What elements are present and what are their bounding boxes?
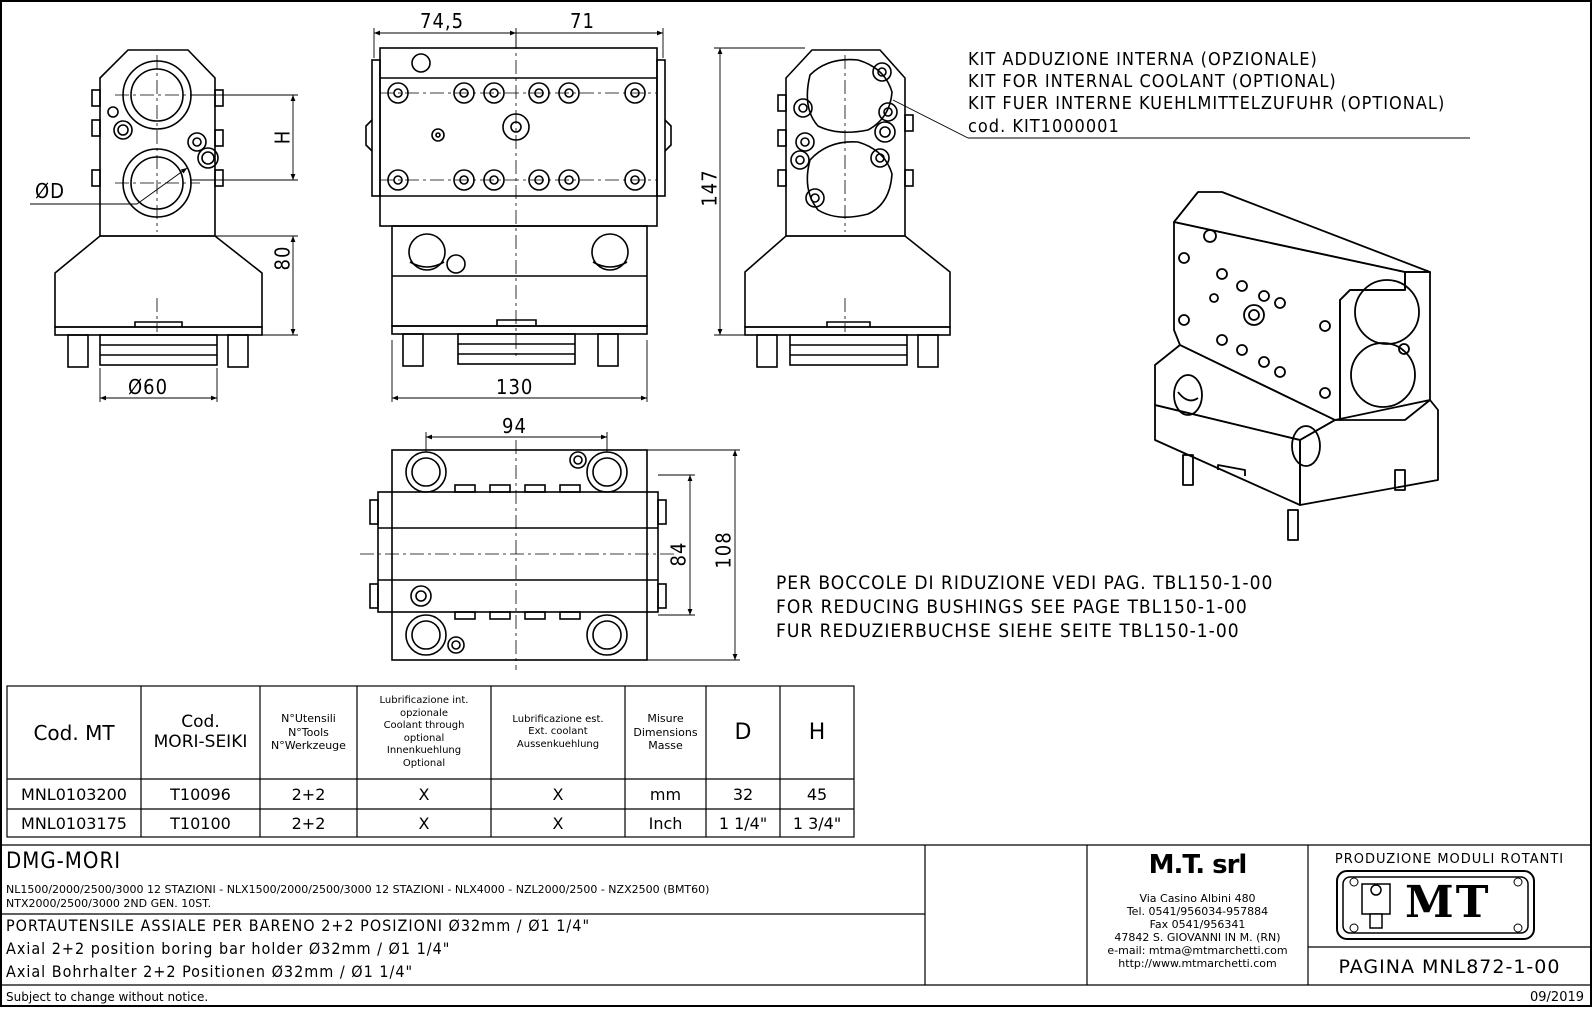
company-name: M.T. srl xyxy=(1148,850,1248,880)
dim-84: 84 xyxy=(666,541,691,567)
table-cell-cod-mori: T10100 xyxy=(170,813,231,833)
header-int-l4: optional xyxy=(403,732,445,744)
front-view xyxy=(54,49,263,368)
page-number: PAGINA MNL872-1-00 xyxy=(1338,956,1561,978)
header-external-coolant: Lubrificazione est. Ext. coolant Aussenk… xyxy=(491,686,625,779)
header-int-l3: Coolant through xyxy=(383,720,465,731)
header-h: H xyxy=(808,720,826,745)
side-view xyxy=(365,47,672,367)
description-en: Axial 2+2 position boring bar holder Ø32… xyxy=(6,939,451,958)
table-cell-int: X xyxy=(418,784,430,804)
table-cell-cod-mt: MNL0103175 xyxy=(21,813,127,833)
dim-130: 130 xyxy=(496,375,534,399)
description-de: Axial Bohrhalter 2+2 Positionen Ø32mm / … xyxy=(6,962,414,981)
company-city: 47842 S. GIOVANNI IN M. (RN) xyxy=(1114,931,1281,944)
dim-74-5: 74,5 xyxy=(420,9,465,33)
dim-phi-60: Ø60 xyxy=(128,375,169,399)
company-email: e-mail: mtma@mtmarchetti.com xyxy=(1107,943,1288,957)
header-d: D xyxy=(734,720,752,745)
brand-title: DMG-MORI xyxy=(6,849,122,874)
coolant-note-line1: KIT ADDUZIONE INTERNA (OPZIONALE) xyxy=(968,49,1318,70)
header-int-l5: Innenkuehlung xyxy=(386,745,462,756)
header-int-l6: Optional xyxy=(402,757,446,769)
company-logo xyxy=(1336,870,1535,940)
dim-80: 80 xyxy=(270,245,295,271)
end-view xyxy=(744,49,951,368)
title-block-grid xyxy=(1,844,1591,986)
bushing-note-line3: FUR REDUZIERBUCHSE SIEHE SEITE TBL150-1-… xyxy=(776,620,1240,642)
table-cell-unit: Inch xyxy=(648,813,683,833)
side-view-dimensions xyxy=(373,28,664,402)
dim-h: H xyxy=(270,129,295,145)
dim-71: 71 xyxy=(570,9,595,33)
header-cod-mori: Cod. MORI-SEIKI xyxy=(141,686,260,779)
coolant-note-line4: cod. KIT1000001 xyxy=(968,116,1120,137)
top-view-dimensions xyxy=(425,432,740,661)
table-cell-cod-mori: T10096 xyxy=(170,784,231,804)
company-web: http://www.mtmarchetti.com xyxy=(1118,956,1277,970)
table-cell-h: 45 xyxy=(806,784,828,804)
company-street: Via Casino Albini 480 xyxy=(1139,892,1256,906)
logo-text: MT xyxy=(1405,877,1491,928)
dim-147: 147 xyxy=(697,169,722,207)
company-fax: Fax 0541/956341 xyxy=(1149,918,1246,932)
header-dim-l3: Masse xyxy=(648,739,683,753)
header-ext-l3: Aussenkuehlung xyxy=(516,738,600,750)
header-dimensions: Misure Dimensions Masse xyxy=(625,686,706,779)
bushing-note-line1: PER BOCCOLE DI RIDUZIONE VEDI PAG. TBL15… xyxy=(776,572,1274,594)
header-cod-mori-l1: Cod. xyxy=(181,711,220,732)
header-ext-l1: Lubrificazione est. xyxy=(512,713,604,725)
table-cell-ext: X xyxy=(552,784,564,804)
change-notice: Subject to change without notice. xyxy=(6,990,209,1004)
front-view-dimensions xyxy=(30,94,298,402)
table-cell-ext: X xyxy=(552,813,564,833)
bushing-note-line2: FOR REDUCING BUSHINGS SEE PAGE TBL150-1-… xyxy=(776,596,1248,618)
table-cell-d: 1 1/4" xyxy=(718,813,768,833)
coolant-note-line3: KIT FUER INTERNE KUEHLMITTELZUFUHR (OPTI… xyxy=(968,93,1446,114)
table-cell-int: X xyxy=(418,813,430,833)
company-address: Via Casino Albini 480 Tel. 0541/956034-9… xyxy=(1087,884,1308,980)
header-cod-mori-l2: MORI-SEIKI xyxy=(153,731,248,752)
table-cell-cod-mt: MNL0103200 xyxy=(21,784,127,804)
header-tools-l2: N°Tools xyxy=(288,725,329,739)
table-cell-tools: 2+2 xyxy=(291,813,326,833)
spec-table-grid xyxy=(6,685,855,838)
header-ext-l2: Ext. coolant xyxy=(528,726,588,738)
top-view xyxy=(369,449,667,661)
machines-line2: NTX2000/2500/3000 2ND GEN. 10ST. xyxy=(6,897,212,910)
dim-108: 108 xyxy=(711,531,736,569)
machines-line1: NL1500/2000/2500/3000 12 STAZIONI - NLX1… xyxy=(6,883,710,896)
table-cell-h: 1 3/4" xyxy=(792,813,842,833)
header-int-l2: opzionale xyxy=(399,707,448,719)
company-tel: Tel. 0541/956034-957884 xyxy=(1126,905,1269,919)
table-cell-tools: 2+2 xyxy=(291,784,326,804)
header-dim-l2: Dimensions xyxy=(633,725,698,739)
drawing-date: 09/2019 xyxy=(1530,990,1585,1005)
isometric-view xyxy=(1154,191,1439,541)
dim-94: 94 xyxy=(502,414,527,438)
description-it: PORTAUTENSILE ASSIALE PER BARENO 2+2 POS… xyxy=(6,916,591,935)
header-int-l1: Lubrificazione int. xyxy=(379,695,469,706)
coolant-note-line2: KIT FOR INTERNAL COOLANT (OPTIONAL) xyxy=(968,71,1337,92)
production-label: PRODUZIONE MODULI ROTANTI xyxy=(1334,851,1565,867)
header-tools-l3: N°Werkzeuge xyxy=(271,739,346,753)
end-view-dimensions xyxy=(714,47,1470,336)
table-cell-unit: mm xyxy=(649,784,682,804)
header-cod-mt: Cod. MT xyxy=(33,720,115,745)
header-dim-l1: Misure xyxy=(647,711,684,725)
header-tools: N°Utensili N°Tools N°Werkzeuge xyxy=(260,686,357,779)
header-tools-l1: N°Utensili xyxy=(281,711,336,725)
table-cell-d: 32 xyxy=(732,784,754,804)
dim-phi-d: ØD xyxy=(35,179,66,203)
header-internal-coolant: Lubrificazione int. opzionale Coolant th… xyxy=(357,686,491,779)
